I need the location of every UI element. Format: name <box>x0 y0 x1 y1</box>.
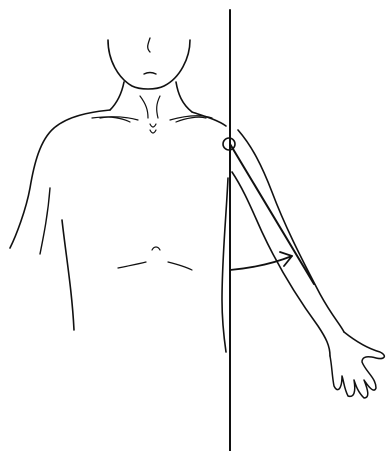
sternal-notch <box>150 124 156 127</box>
nose-line <box>148 38 150 52</box>
sternal-notch-lower <box>150 130 156 133</box>
right-shoulder-outline <box>192 112 226 126</box>
curved-arrow-icon <box>230 256 292 270</box>
right-hand-outline <box>330 332 384 398</box>
right-upper-arm-outer <box>238 130 344 332</box>
neck-right <box>176 82 192 112</box>
right-torso-side <box>222 178 228 352</box>
throat-line-right <box>157 96 160 118</box>
left-shoulder-outline <box>10 110 110 248</box>
left-torso-side <box>62 220 74 330</box>
rib-line-left <box>118 262 146 268</box>
throat-line-left <box>140 96 148 118</box>
left-arm-inner <box>40 188 50 254</box>
chin-outline <box>108 40 190 89</box>
mouth-line <box>144 73 156 75</box>
neck-left <box>110 82 124 110</box>
rib-line-right <box>168 262 192 270</box>
navel <box>152 247 160 250</box>
right-upper-arm-inner <box>232 172 330 356</box>
